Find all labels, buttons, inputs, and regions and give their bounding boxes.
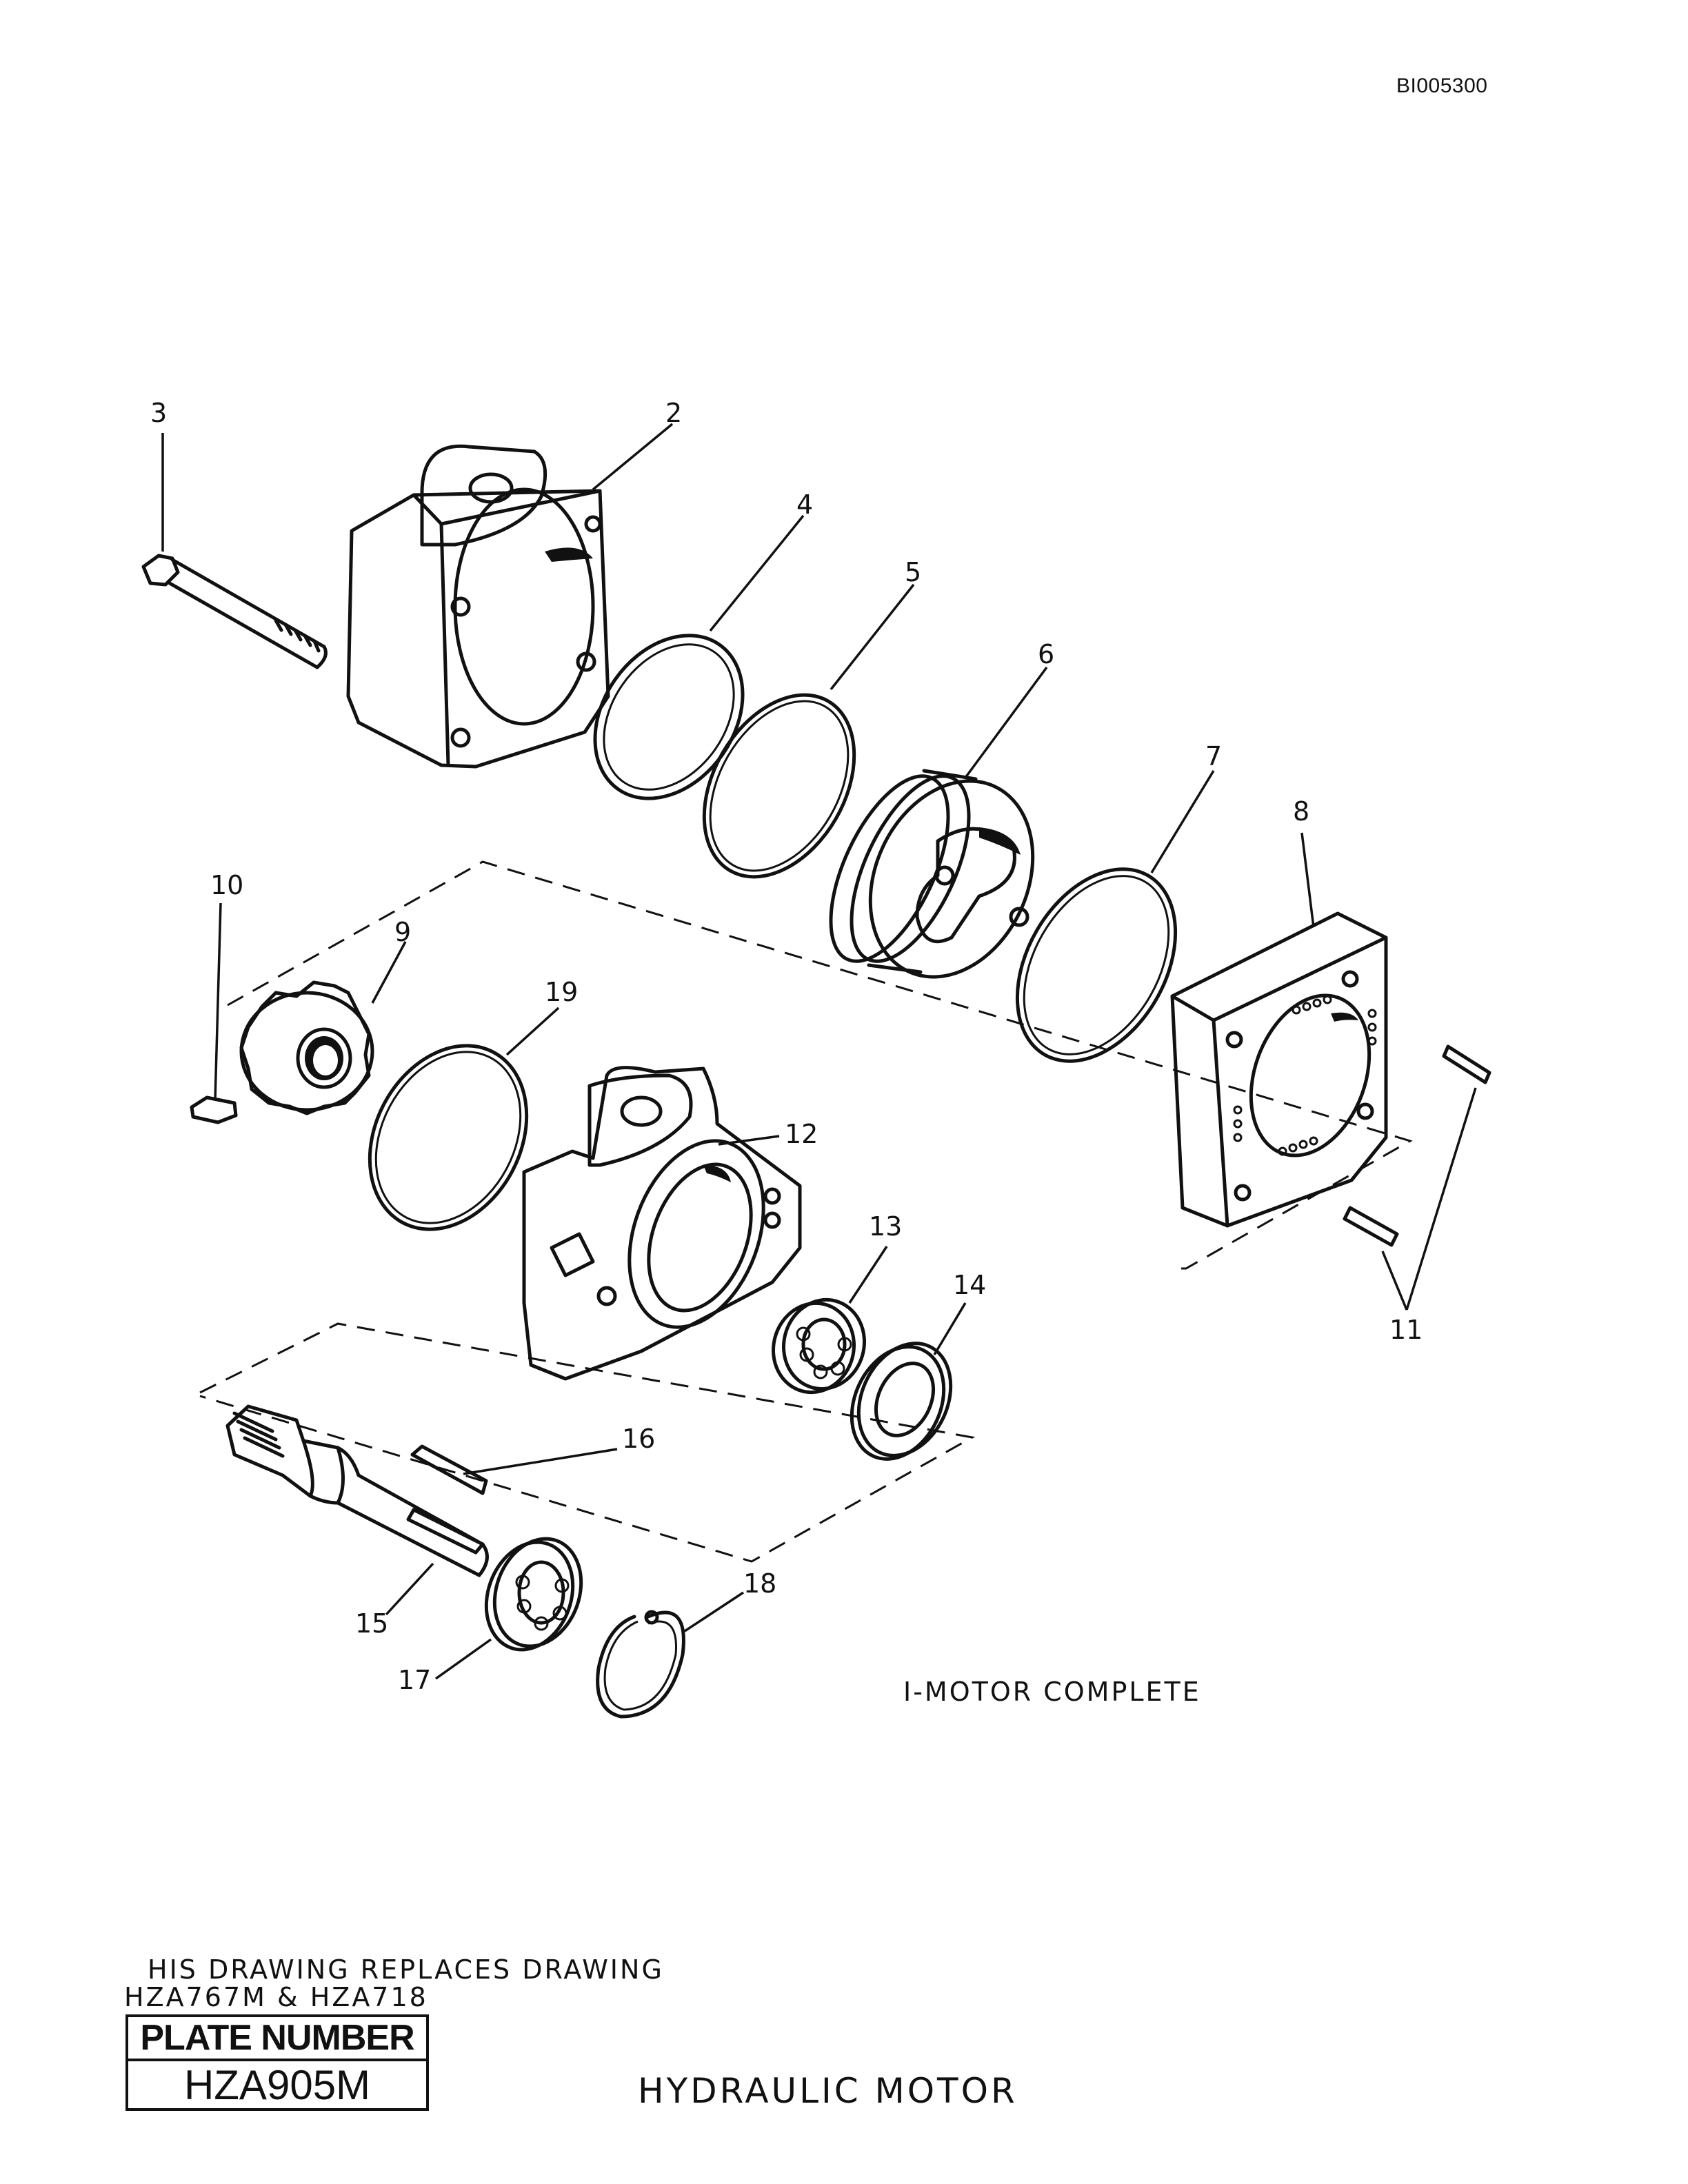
plate-label: PLATE NUMBER — [140, 2018, 414, 2058]
callout-14: 14 — [953, 1270, 986, 1300]
plate-label-box: PLATE NUMBER — [125, 2014, 429, 2061]
plate-number: HZA905M — [183, 2061, 371, 2108]
callout-10: 10 — [210, 870, 243, 900]
part-19-o-ring — [368, 1044, 529, 1231]
leader-lines — [161, 423, 1477, 1680]
assembly-group-outline-1 — [227, 860, 1413, 1270]
callout-6: 6 — [1038, 639, 1054, 669]
part-8-plate — [1170, 911, 1388, 1228]
part-7-o-ring — [1015, 867, 1178, 1063]
plate-number-box: HZA905M — [125, 2061, 429, 2111]
part-6-gerotor — [829, 769, 1035, 979]
part-10-key — [190, 1095, 238, 1124]
part-11-dowel-pins — [1343, 1044, 1491, 1247]
callout-labels: 3 2 4 5 6 7 8 10 9 19 12 13 14 11 16 15 … — [150, 398, 1423, 1695]
callout-4: 4 — [796, 489, 813, 520]
callout-3: 3 — [150, 398, 167, 428]
callout-13: 13 — [869, 1211, 902, 1242]
callout-7: 7 — [1205, 741, 1222, 771]
callout-11: 11 — [1389, 1315, 1423, 1345]
replacement-note-line-2: HZA767M & HZA718 — [124, 1982, 428, 2012]
callout-19: 19 — [545, 977, 578, 1007]
callout-2: 2 — [665, 398, 682, 428]
callout-5: 5 — [905, 557, 921, 587]
part-13-bearing — [772, 1297, 866, 1395]
part-15-shaft — [225, 1404, 489, 1577]
part-18-snap-ring — [596, 1610, 685, 1719]
callout-9: 9 — [394, 917, 411, 947]
part-14-seal — [850, 1342, 953, 1461]
part-16-key — [410, 1444, 488, 1495]
assembly-note: I-MOTOR COMPLETE — [903, 1677, 1201, 1707]
replacement-note-line-1: HIS DRAWING REPLACES DRAWING — [148, 1954, 664, 1985]
callout-18: 18 — [743, 1568, 776, 1599]
part-3-bolt — [141, 554, 328, 669]
part-5-o-ring — [702, 693, 856, 879]
callout-8: 8 — [1293, 796, 1309, 827]
callout-15: 15 — [355, 1608, 388, 1639]
part-9-coupling — [239, 980, 374, 1115]
part-12-housing — [522, 1066, 802, 1381]
drawing-title: HYDRAULIC MOTOR — [638, 2071, 1018, 2111]
callout-12: 12 — [785, 1119, 818, 1149]
callout-17: 17 — [398, 1665, 431, 1695]
part-17-bearing — [484, 1537, 583, 1652]
assembly-group-outline-2 — [199, 1322, 976, 1563]
part-2-housing — [346, 444, 610, 769]
callout-16: 16 — [622, 1424, 655, 1454]
document-id: BI005300 — [1396, 74, 1488, 97]
